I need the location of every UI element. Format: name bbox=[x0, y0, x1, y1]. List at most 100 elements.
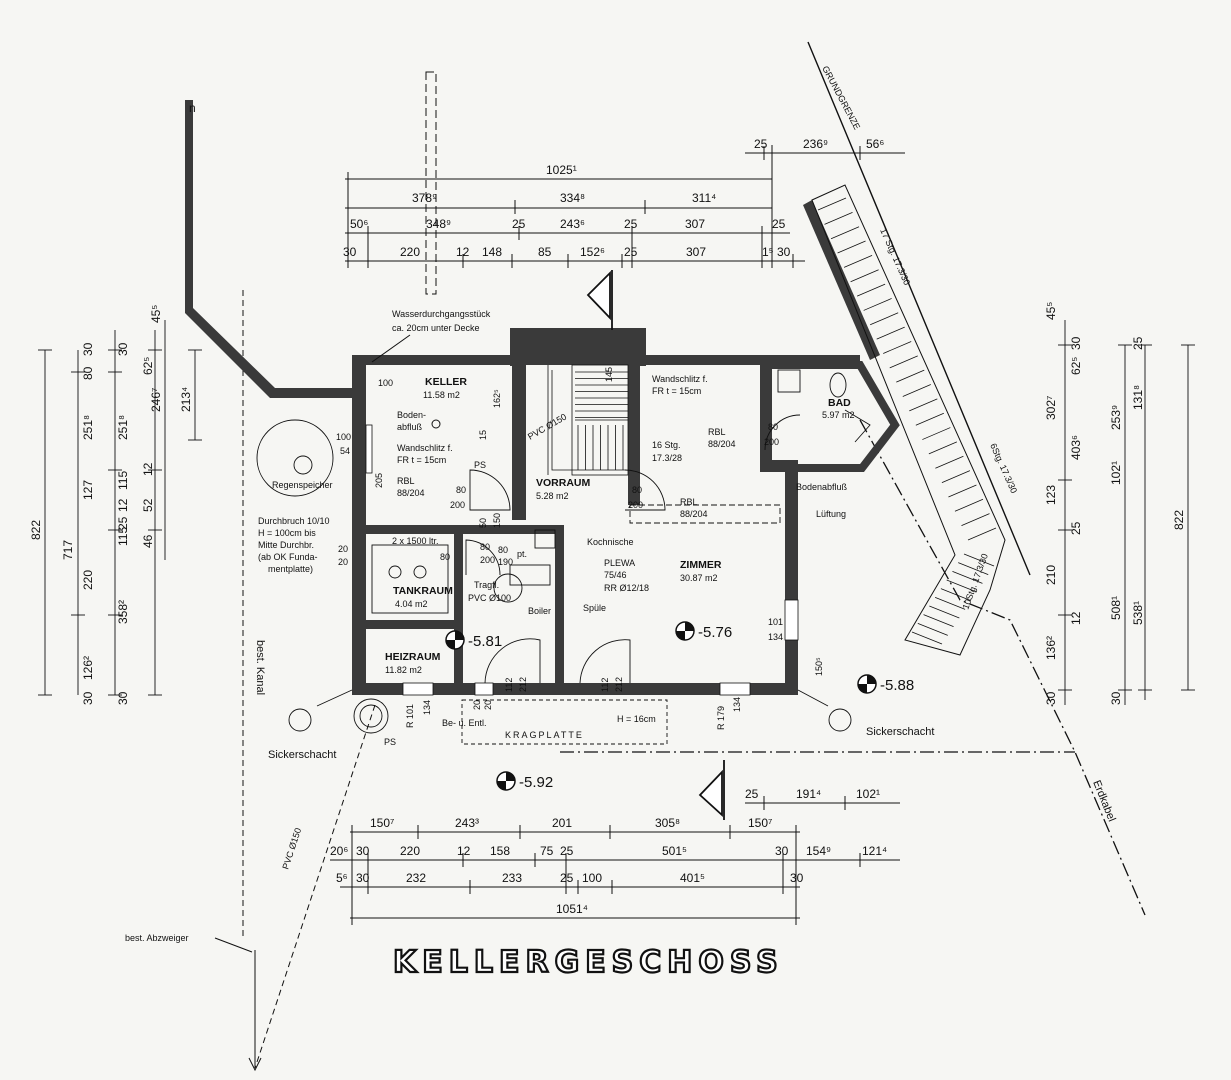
dim-left-c0: 30 bbox=[81, 342, 95, 356]
dim-top-r5-3: 148 bbox=[482, 245, 502, 259]
dim-left-d3: 115 bbox=[116, 471, 130, 490]
dim-top-r5-1: 220 bbox=[400, 245, 420, 259]
stair-tread bbox=[946, 579, 977, 593]
room-zimmer-name: ZIMMER bbox=[680, 559, 722, 571]
sd-200c: 200 bbox=[764, 437, 779, 447]
dim-right-b3: 25 bbox=[1069, 521, 1083, 535]
note-lueftung: Lüftung bbox=[816, 509, 846, 519]
dim-left-e2: 52 bbox=[141, 498, 155, 512]
dim-left-g0: 213⁴ bbox=[179, 387, 193, 412]
note-rbl2b: 88/204 bbox=[680, 509, 708, 519]
right-dimensions: 45⁵ 302⁷ 123 210 136² 30 30 62⁵ 403⁶ 25 … bbox=[1044, 302, 1195, 705]
dim-left-d7: 30 bbox=[116, 691, 130, 705]
pvc150b-label: PVC Ø150 bbox=[280, 827, 303, 871]
north-marker: n bbox=[189, 101, 196, 115]
room-bad-area: 5.97 m2 bbox=[822, 410, 855, 420]
dim-bot-r4-7: 30 bbox=[790, 871, 804, 885]
note-regenspeicher: Regenspeicher bbox=[272, 480, 333, 490]
stair-tread bbox=[923, 614, 954, 628]
note-pvc150: PVC Ø150 bbox=[526, 412, 568, 442]
stair-tread bbox=[843, 255, 873, 268]
sd-80b: 80 bbox=[632, 485, 642, 495]
dim-top-r5-8: 1⁵ bbox=[762, 245, 774, 259]
stair-tread bbox=[940, 588, 972, 602]
dim-right-e0: 822 bbox=[1172, 510, 1186, 530]
note-tank1: 2 x 1500 ltr. bbox=[392, 536, 439, 546]
stair-tread bbox=[934, 596, 966, 610]
dim-bot-r3-9: 154⁹ bbox=[806, 844, 831, 858]
dim-left-c2: 251⁸ bbox=[81, 415, 95, 440]
dim-left-c3: 127 bbox=[81, 480, 95, 500]
note-durchbruch5: mentplatte) bbox=[268, 564, 313, 574]
dim-bot-r3-4: 158 bbox=[490, 844, 510, 858]
stair-tread bbox=[883, 341, 912, 354]
sd-112b: 112 bbox=[600, 678, 610, 692]
plan-title: KELLERGESCHOSS bbox=[393, 945, 784, 980]
note-spuele: Spüle bbox=[583, 603, 606, 613]
dim-left-b: 717 bbox=[61, 540, 75, 560]
dim-right-b0: 30 bbox=[1069, 336, 1083, 350]
dim-right-a4: 136² bbox=[1044, 636, 1058, 660]
left-drain-wall bbox=[185, 100, 358, 398]
note-rbl2a: RBL bbox=[680, 497, 698, 507]
sd-162: 162⁵ bbox=[492, 389, 502, 408]
dim-right-c0: 30 bbox=[1109, 691, 1123, 705]
stairs-right-label1: 17 Stg. 17.3/30 bbox=[878, 227, 912, 287]
fixtures bbox=[256, 369, 871, 745]
dim-right-b4: 12 bbox=[1069, 611, 1083, 625]
dim-top-r5-4: 85 bbox=[538, 245, 552, 259]
sd-200d: 200 bbox=[480, 555, 495, 565]
dim-right-b2: 403⁶ bbox=[1069, 435, 1083, 460]
dim-left-c1: 80 bbox=[81, 366, 95, 380]
room-tankraum-area: 4.04 m2 bbox=[395, 599, 428, 609]
dim-top-r5-5: 152⁶ bbox=[580, 245, 605, 259]
room-tankraum-name: TANKRAUM bbox=[393, 585, 453, 597]
stair-tread bbox=[902, 384, 931, 397]
dim-bot-r1-0: 25 bbox=[745, 787, 759, 801]
note-h16: H = 16cm bbox=[617, 714, 656, 724]
note-wandschlitz-a2: FR t = 15cm bbox=[397, 455, 446, 465]
stair-tread bbox=[911, 631, 943, 645]
sd-r179: R 179 bbox=[716, 706, 726, 730]
stair-tread bbox=[837, 240, 866, 254]
note-wandschlitz-b2: FR t = 15cm bbox=[652, 386, 701, 396]
dim-left-d5: 115 bbox=[116, 527, 130, 546]
dim-right-a2: 123 bbox=[1044, 485, 1058, 505]
dim-left-e1: 12 bbox=[141, 462, 155, 476]
note-durchbruch1: Durchbruch 10/10 bbox=[258, 516, 330, 526]
sd-190: 190 bbox=[498, 557, 513, 567]
stair-tread bbox=[915, 412, 944, 426]
dim-top-r5-6: 25 bbox=[624, 245, 638, 259]
dim-top-r4-5: 307 bbox=[685, 217, 705, 231]
stair-tread bbox=[824, 211, 853, 225]
dim-right-c2: 102¹ bbox=[1109, 461, 1123, 485]
level-588: -5.88 bbox=[880, 677, 914, 694]
top-dimensions: 25 236⁹ 56⁶ 1025¹ 378⁹ 334⁸ 311⁴ 50⁶ 348… bbox=[343, 137, 905, 268]
stair-tread bbox=[863, 298, 892, 311]
dim-left-e0: 62⁵ bbox=[141, 357, 155, 375]
dim-right-a0: 45⁵ bbox=[1044, 302, 1058, 320]
stair-tread bbox=[961, 513, 990, 527]
dim-left-f1: 246⁷ bbox=[149, 388, 163, 412]
room-keller-area: 11.58 m2 bbox=[423, 390, 460, 400]
note-wasser2: ca. 20cm unter Decke bbox=[392, 323, 480, 333]
dim-top-r4-0: 50⁶ bbox=[350, 217, 368, 231]
dim-bot-r4-2: 232 bbox=[406, 871, 426, 885]
dim-bot-r3-2: 220 bbox=[400, 844, 420, 858]
sd-212: 212 bbox=[518, 677, 528, 692]
stair-tread bbox=[856, 283, 886, 297]
room-labels: KELLER 11.58 m2 VORRAUM 5.28 m2 ZIMMER 3… bbox=[385, 376, 855, 675]
dim-top-r1-0: 25 bbox=[754, 137, 768, 151]
dim-bot-r4-4: 25 bbox=[560, 871, 574, 885]
note-stg1: 16 Stg. bbox=[652, 440, 681, 450]
sd-80: 80 bbox=[456, 485, 466, 495]
dim-bot-r2-1: 243³ bbox=[455, 816, 479, 830]
stair-tread bbox=[817, 197, 847, 211]
level-markers bbox=[445, 621, 877, 791]
stair-tread bbox=[909, 398, 938, 412]
sd-20c: 20 bbox=[472, 700, 482, 710]
note-wasser1: Wasserdurchgangsstück bbox=[392, 309, 491, 319]
dim-top-r4-1: 348⁹ bbox=[426, 217, 451, 231]
room-bad-name: BAD bbox=[828, 397, 851, 409]
